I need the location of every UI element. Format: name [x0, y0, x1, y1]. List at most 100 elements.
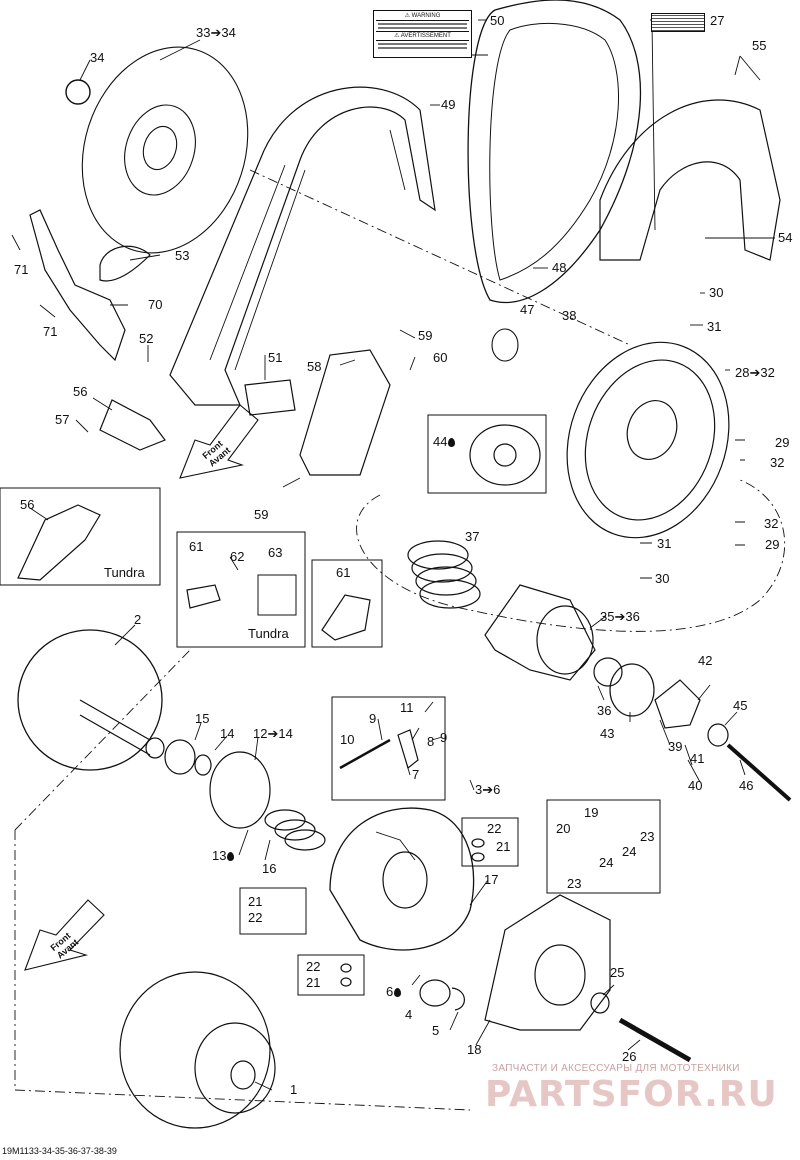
- callout-38: 38: [562, 308, 577, 323]
- callout-29-bottom: 29: [765, 537, 780, 552]
- callout-28-32: 28➔32: [735, 365, 775, 380]
- callout-32-mid: 32: [764, 516, 779, 531]
- box-61-63: [176, 531, 306, 648]
- driven-pulley: [566, 341, 730, 539]
- callout-24-bottom: 24: [599, 855, 614, 870]
- callout-49: 49: [441, 97, 456, 112]
- callout-27: 27: [710, 13, 725, 28]
- shaft-2: [79, 699, 151, 756]
- spider-18: [484, 894, 611, 1031]
- callout-9-right: 9: [440, 730, 448, 745]
- assembly-dashline-guard: [249, 169, 631, 346]
- callout-33-34: 33➔34: [196, 25, 236, 40]
- callout-42: 42: [698, 653, 713, 668]
- brake-pad-53: [99, 245, 151, 282]
- callout-70: 70: [148, 297, 163, 312]
- callout-3-6: 3➔6: [475, 782, 501, 797]
- callout-56-inset: 56: [20, 497, 35, 512]
- watermark-tagline: ЗАПЧАСТИ И АКСЕССУАРЫ ДЛЯ МОТОТЕХНИКИ: [492, 1063, 740, 1074]
- callout-10: 10: [340, 732, 355, 747]
- warning-title-fr: ⚠ AVERTISSEMENT: [376, 31, 469, 41]
- circlip-5: [451, 987, 465, 1011]
- box-21-22-b: [239, 887, 307, 935]
- box-21-22-a: [461, 817, 519, 867]
- drive-pulley-assembly: [119, 971, 276, 1129]
- decal-27: [651, 13, 705, 32]
- callout-34: 34: [90, 50, 105, 65]
- watermark-logo: PARTSFOR.RU: [485, 1074, 778, 1115]
- washer-43: [609, 663, 655, 717]
- callout-71-top: 71: [14, 262, 29, 277]
- bearing-4: [419, 979, 451, 1007]
- callout-26: 26: [622, 1049, 637, 1064]
- ring-36: [593, 657, 623, 687]
- callout-62: 62: [230, 549, 245, 564]
- assembly-dashline-pulley: [356, 479, 786, 632]
- cam-35-36: [484, 584, 596, 681]
- callout-30-top: 30: [709, 285, 724, 300]
- callout-45: 45: [733, 698, 748, 713]
- callout-58: 58: [307, 359, 322, 374]
- callout-11: 11: [400, 700, 414, 715]
- callout-7: 7: [412, 767, 420, 782]
- belt-guard: [599, 99, 781, 261]
- callout-4: 4: [405, 1007, 413, 1022]
- bracket-58: [299, 349, 391, 476]
- callout-43: 43: [600, 726, 615, 741]
- spring-seat-12-14: [209, 751, 271, 829]
- brake-disc-part: [81, 46, 249, 254]
- callout-44: 44: [433, 435, 456, 449]
- oil-drop-icon: [227, 852, 235, 861]
- callout-29-top: 29: [775, 435, 790, 450]
- cam-44: [469, 424, 541, 486]
- box-tundra-56: [0, 487, 161, 586]
- front-arrow-upper: [179, 404, 259, 479]
- callout-40: 40: [688, 778, 703, 793]
- callout-59-top: 59: [418, 328, 433, 343]
- callout-55: 55: [752, 38, 767, 53]
- fixed-sheave-2: [17, 629, 163, 771]
- callout-41: 41: [690, 751, 705, 766]
- callout-2: 2: [134, 612, 142, 627]
- callout-16: 16: [262, 861, 277, 876]
- callout-18: 18: [467, 1042, 482, 1057]
- callout-19: 19: [584, 805, 599, 820]
- callout-59-bottom: 59: [254, 507, 269, 522]
- callout-47: 47: [520, 302, 535, 317]
- diagram-code: 19M1133-34-35-36-37-38-39: [2, 1146, 117, 1156]
- callout-15: 15: [195, 711, 210, 726]
- callout-25: 25: [610, 965, 625, 980]
- callout-46: 46: [739, 778, 754, 793]
- washer-45: [707, 723, 729, 747]
- box-7-11: [331, 696, 446, 801]
- circlip-14: [194, 754, 212, 776]
- callout-61-single: 61: [336, 565, 351, 580]
- warning-title: ⚠ WARNING: [376, 12, 469, 21]
- callout-57: 57: [55, 412, 70, 427]
- callout-23-left: 23: [567, 876, 582, 891]
- callout-30-bottom: 30: [655, 571, 670, 586]
- callout-61-box: 61: [189, 539, 204, 554]
- washer-47: [491, 328, 519, 362]
- callout-21-c: 21: [306, 975, 321, 990]
- callout-21-b: 21: [248, 894, 263, 909]
- callout-6: 6: [386, 985, 402, 999]
- callout-17: 17: [484, 872, 499, 887]
- caliper-bracket: [29, 209, 126, 362]
- callout-36: 36: [597, 703, 612, 718]
- callout-56-upper: 56: [73, 384, 88, 399]
- callout-24-top: 24: [622, 844, 637, 859]
- box-44: [427, 414, 547, 494]
- spring-16: [264, 809, 326, 851]
- washer-25: [590, 992, 610, 1014]
- guard-support-frame: [169, 86, 436, 406]
- callout-14: 14: [220, 726, 235, 741]
- callout-22-b: 22: [248, 910, 263, 925]
- callout-53: 53: [175, 248, 190, 263]
- callout-23-right: 23: [640, 829, 655, 844]
- callout-52: 52: [139, 331, 154, 346]
- callout-32-top: 32: [770, 455, 785, 470]
- bearing-15: [164, 739, 196, 775]
- callout-63: 63: [268, 545, 283, 560]
- front-arrow-lower: [24, 899, 105, 971]
